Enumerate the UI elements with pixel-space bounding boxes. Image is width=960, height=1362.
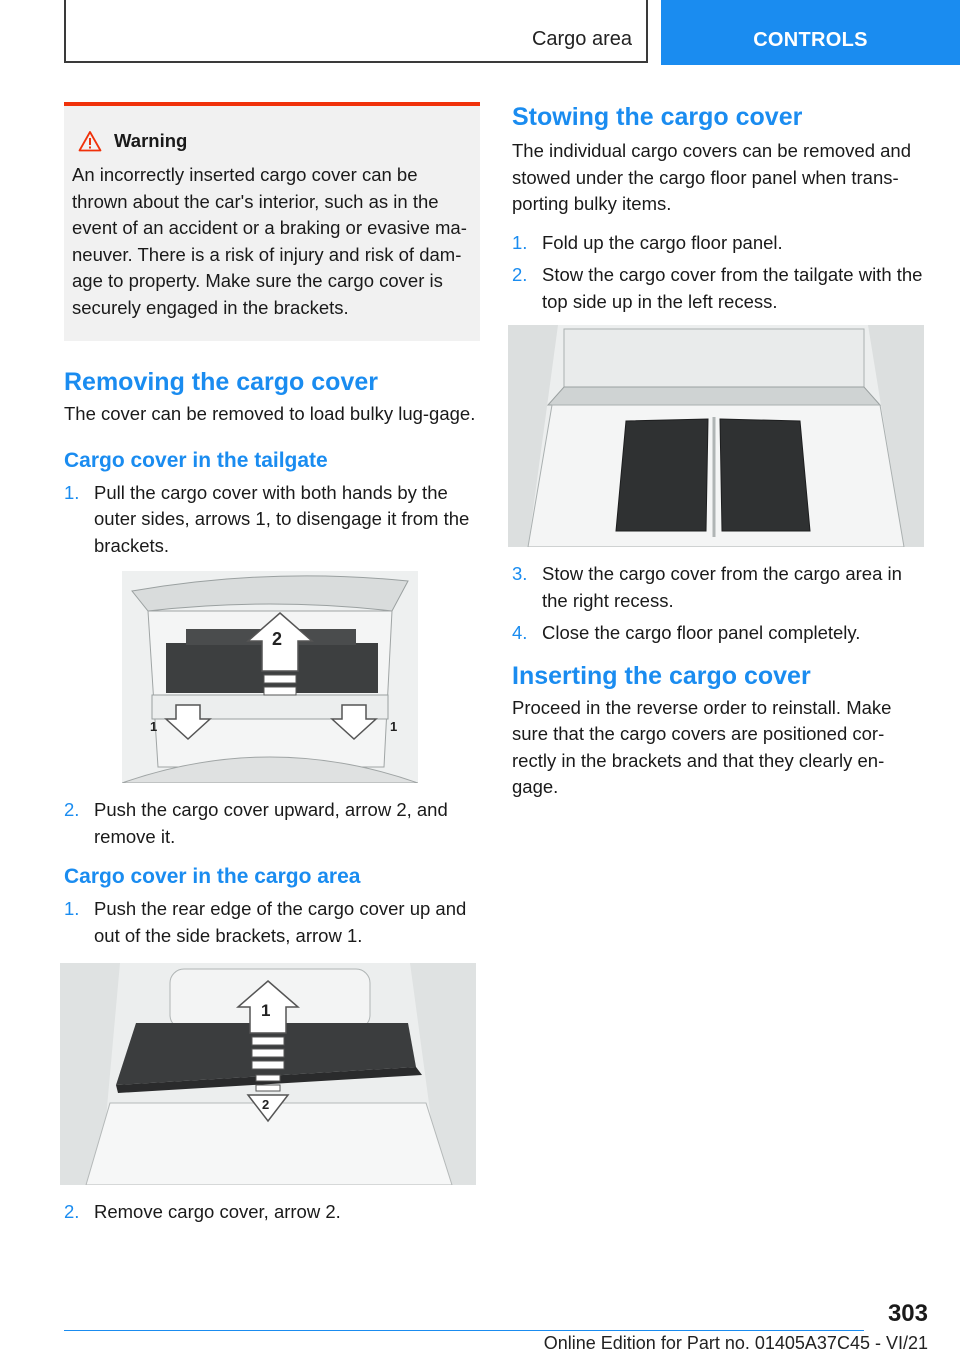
warning-title: Warning: [114, 130, 188, 151]
cargo-area-figure: 1 2: [60, 963, 476, 1185]
tailgate-steps-a: 1. Pull the cargo cover with both hands …: [64, 480, 480, 560]
stowing-steps-a: 1. Fold up the cargo floor panel. 2. Sto…: [512, 230, 928, 316]
cargo-area-figure-label-2: 2: [262, 1097, 270, 1112]
list-item: 2. Remove cargo cover, arrow 2.: [64, 1199, 480, 1226]
header-section-title: Cargo area: [531, 28, 632, 50]
list-item: 1. Pull the cargo cover with both hands …: [64, 480, 480, 560]
step-number: 2.: [512, 264, 528, 285]
tailgate-heading: Cargo cover in the tailgate: [64, 448, 328, 472]
stowing-heading: Stowing the cargo cover: [512, 103, 803, 131]
step-number: 3.: [512, 563, 528, 584]
cargo-area-figure-label-1: 1: [261, 1001, 271, 1020]
step-number: 1.: [512, 231, 528, 253]
step-number: 1.: [64, 898, 80, 919]
right-column: Stowing the cargo cover The individual c…: [508, 102, 928, 801]
list-item: 3. Stow the cargo cover from the cargo a…: [512, 561, 928, 614]
step-text: Stow the cargo cover from the tailgate w…: [542, 264, 923, 312]
tailgate-figure-label-2: 2: [272, 629, 283, 649]
step-number: 4.: [512, 622, 528, 643]
step-text: Push the cargo cover upward, arrow 2, an…: [94, 799, 448, 847]
left-column: Warning An incorrectly inserted cargo co…: [60, 102, 480, 1232]
tailgate-steps-b: 2. Push the cargo cover upward, arrow 2,…: [64, 797, 480, 850]
header-chapter-label: CONTROLS: [753, 29, 868, 51]
page-number: 303: [887, 1300, 928, 1327]
step-text: Stow the cargo cover from the cargo area…: [542, 563, 902, 611]
list-item: 1. Fold up the cargo floor panel.: [512, 230, 928, 257]
step-number: 2.: [64, 799, 80, 820]
cargo-area-steps-a: 1. Push the rear edge of the cargo cover…: [64, 896, 480, 949]
step-number: 1.: [64, 481, 80, 503]
tailgate-figure-label-1-right: 1: [390, 719, 398, 734]
tailgate-figure: 2 1 1: [122, 571, 418, 783]
step-text: Remove cargo cover, arrow 2.: [94, 1201, 341, 1222]
header-section-box: Cargo area: [64, 0, 648, 63]
cargo-area-steps-b: 2. Remove cargo cover, arrow 2.: [64, 1199, 480, 1226]
warning-header: Warning: [78, 130, 472, 152]
footer-divider: [64, 1330, 864, 1331]
list-item: 1. Push the rear edge of the cargo cover…: [64, 896, 480, 949]
warning-box: Warning An incorrectly inserted cargo co…: [64, 102, 480, 341]
warning-triangle-icon: [78, 131, 102, 152]
footer-edition: Online Edition for Part no. 01405A37C45 …: [543, 1333, 928, 1353]
stowing-steps-b: 3. Stow the cargo cover from the cargo a…: [512, 561, 928, 647]
removing-intro: The cover can be removed to load bulky l…: [64, 403, 476, 424]
warning-text: An incorrectly inserted cargo cover can …: [72, 164, 467, 318]
removing-heading: Removing the cargo cover: [64, 368, 378, 396]
inserting-heading: Inserting the cargo cover: [512, 661, 811, 690]
step-text: Close the cargo floor panel completely.: [542, 622, 861, 643]
list-item: 2. Stow the cargo cover from the tailgat…: [512, 262, 928, 315]
stowing-intro: The individual cargo covers can be remov…: [512, 140, 912, 214]
inserting-text: Proceed in the reverse order to reinstal…: [512, 696, 892, 798]
step-text: Pull the cargo cover with both hands by …: [94, 481, 470, 556]
list-item: 4. Close the cargo floor panel completel…: [512, 620, 928, 647]
step-text: Fold up the cargo floor panel.: [542, 231, 783, 253]
step-text: Push the rear edge of the cargo cover up…: [94, 898, 467, 946]
header-chapter-tab[interactable]: CONTROLS: [661, 0, 960, 65]
cargo-area-heading: Cargo cover in the cargo area: [64, 865, 361, 888]
step-number: 2.: [64, 1201, 80, 1222]
list-item: 2. Push the cargo cover upward, arrow 2,…: [64, 797, 480, 850]
tailgate-figure-label-1-left: 1: [150, 719, 158, 734]
stowing-figure: [508, 325, 924, 547]
